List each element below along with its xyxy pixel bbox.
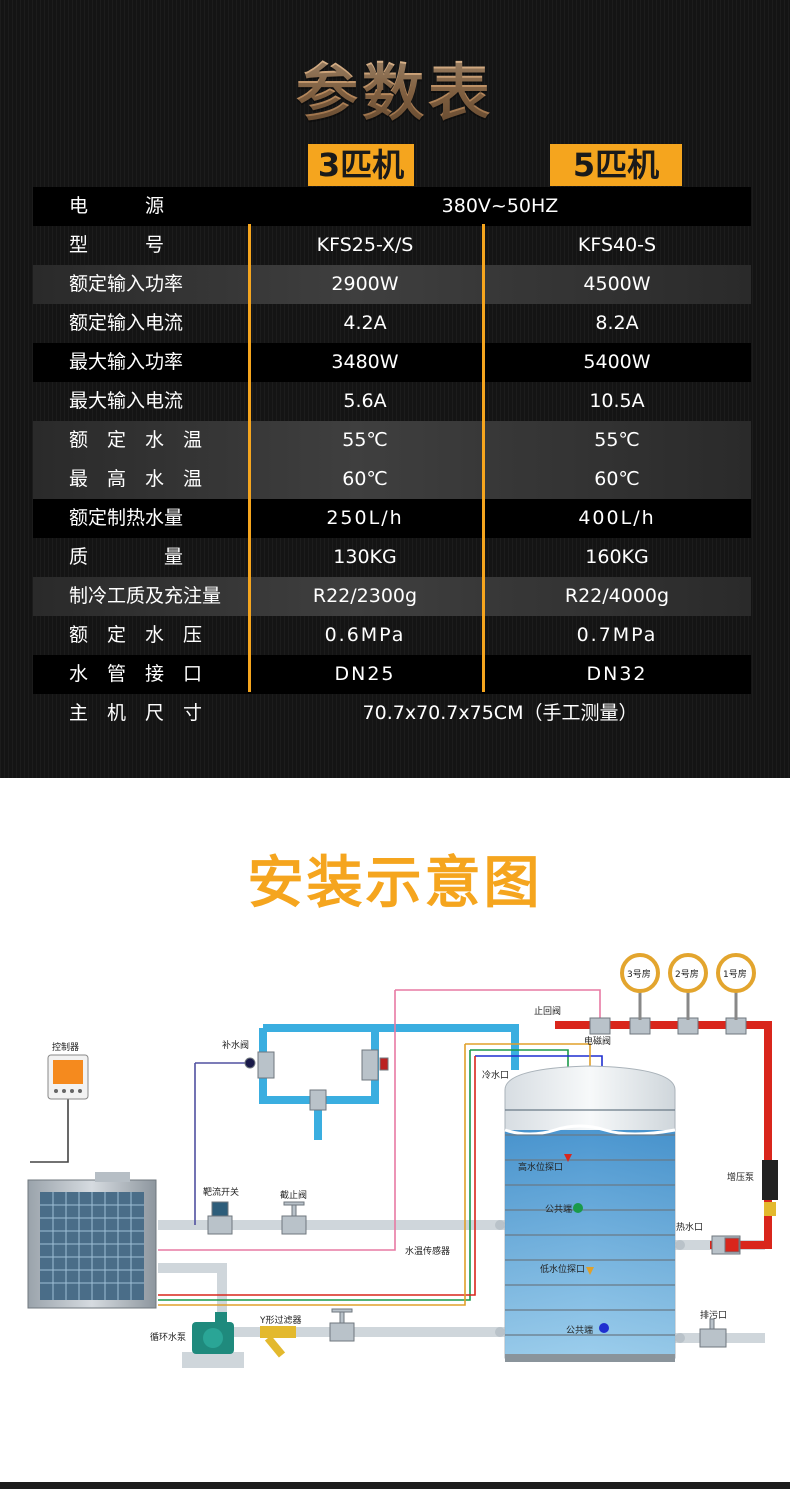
column-divider — [248, 224, 251, 692]
spec-value-shared: 70.7x70.7x75CM（手工测量） — [362, 702, 638, 724]
spec-row: 主 机 尺 寸 70.7x70.7x75CM（手工测量） — [33, 694, 751, 733]
spec-value-5hp: 0.7MPa — [576, 624, 658, 646]
spec-row: 电 源 380V~50HZ — [33, 187, 751, 226]
spec-value-3hp: 250L/h — [326, 507, 404, 529]
spec-value-5hp: 60℃ — [594, 468, 640, 490]
spec-row: 最 高 水 温 60℃ 60℃ — [33, 460, 751, 499]
spec-label: 额 定 水 压 — [69, 624, 203, 646]
label-low-level-probe: 低水位探口 — [540, 1263, 585, 1275]
spec-label: 最大输入功率 — [69, 351, 184, 373]
install-title: 安装示意图 — [247, 851, 543, 916]
spec-label: 额定输入功率 — [69, 273, 184, 295]
column-divider — [482, 224, 485, 692]
spec-label: 额 定 水 温 — [69, 429, 203, 451]
spec-row: 额 定 水 压 0.6MPa 0.7MPa — [33, 616, 751, 655]
spec-row: 额定输入功率 2900W 4500W — [33, 265, 751, 304]
heat-pump-unit — [27, 1172, 157, 1309]
spec-value-5hp: DN32 — [586, 663, 648, 685]
spec-label: 额定输入电流 — [69, 312, 184, 334]
water-tank — [495, 1065, 685, 1362]
spec-value-5hp: R22/4000g — [564, 585, 670, 607]
spec-value-3hp: 2900W — [331, 273, 399, 295]
spec-value-shared: 380V~50HZ — [441, 195, 559, 217]
label-high-level-probe: 高水位探口 — [518, 1161, 563, 1173]
spec-title: 参数表 — [0, 42, 790, 132]
bottom-bar — [0, 1482, 790, 1489]
spec-row: 额定制热水量 250L/h 400L/h — [33, 499, 751, 538]
label-temp-sensor: 水温传感器 — [405, 1245, 450, 1257]
spec-value-3hp: 0.6MPa — [324, 624, 406, 646]
label-room-3: 3号房 — [627, 968, 651, 980]
circulation-pump — [182, 1312, 244, 1368]
label-room-1: 1号房 — [723, 968, 747, 980]
booster-pump — [762, 1160, 778, 1216]
spec-row: 型 号 KFS25-X/S KFS40-S — [33, 226, 751, 265]
spec-row: 质 量 130KG 160KG — [33, 538, 751, 577]
spec-label: 电 源 — [69, 195, 165, 217]
label-circ-pump: 循环水泵 — [150, 1331, 186, 1343]
spec-value-5hp: 160KG — [585, 546, 649, 568]
spec-value-5hp: 4500W — [583, 273, 651, 295]
spec-label: 制冷工质及充注量 — [69, 585, 222, 607]
spec-row: 水 管 接 口 DN25 DN32 — [33, 655, 751, 694]
spec-label: 最 高 水 温 — [69, 468, 203, 490]
spec-row: 最大输入电流 5.6A 10.5A — [33, 382, 751, 421]
label-controller: 控制器 — [52, 1041, 79, 1053]
spec-value-3hp: 5.6A — [343, 390, 387, 412]
controller — [47, 1054, 89, 1100]
spec-value-3hp: 130KG — [333, 546, 397, 568]
label-hot-outlet: 热水口 — [676, 1221, 703, 1233]
spec-label: 主 机 尺 寸 — [69, 702, 203, 724]
spec-row: 最大输入功率 3480W 5400W — [33, 343, 751, 382]
spec-label: 质 量 — [69, 546, 184, 568]
install-diagram: 控制器 补水阀 止回阀 电磁阀 3号房 2号房 1号房 冷水口 高水位探口 公共… — [27, 953, 778, 1368]
label-check-valve: 止回阀 — [534, 1005, 561, 1017]
spec-value-5hp: 55℃ — [594, 429, 640, 451]
spec-value-5hp: 10.5A — [589, 390, 645, 412]
spec-value-5hp: 8.2A — [595, 312, 639, 334]
spec-value-3hp: 4.2A — [343, 312, 387, 334]
label-stop-valve: 截止阀 — [280, 1189, 307, 1201]
label-room-2: 2号房 — [675, 968, 699, 980]
cold-water-pipes — [259, 1024, 519, 1140]
spec-label: 额定制热水量 — [69, 507, 184, 529]
spec-section: 参数表 3匹机 5匹机 电 源 380V~50HZ 型 号 KFS25-X/S KFS4… — [0, 0, 790, 778]
spec-value-5hp: 5400W — [583, 351, 651, 373]
diagram-labels: 控制器 补水阀 止回阀 电磁阀 3号房 2号房 1号房 冷水口 高水位探口 公共… — [52, 968, 754, 1343]
column-header-3hp: 3匹机 — [308, 144, 414, 186]
spec-value-3hp: 55℃ — [342, 429, 388, 451]
spec-value-3hp: 60℃ — [342, 468, 388, 490]
y-filter — [260, 1326, 296, 1358]
spec-value-3hp: R22/2300g — [312, 585, 418, 607]
spec-value-3hp: DN25 — [334, 663, 396, 685]
spec-value-3hp: KFS25-X/S — [316, 234, 414, 256]
label-y-filter: Y形过滤器 — [259, 1314, 302, 1326]
spec-row: 额定输入电流 4.2A 8.2A — [33, 304, 751, 343]
label-flow-switch: 靶流开关 — [203, 1186, 239, 1198]
spec-table: 电 源 380V~50HZ 型 号 KFS25-X/S KFS40-S 额定输入功率 290… — [33, 187, 751, 733]
spec-label: 水 管 接 口 — [69, 663, 203, 685]
spec-value-5hp: KFS40-S — [577, 234, 657, 256]
label-common-end-1: 公共端 — [545, 1203, 572, 1215]
column-header-5hp: 5匹机 — [550, 144, 682, 186]
room-gauges — [620, 953, 756, 1020]
spec-label: 型 号 — [69, 234, 165, 256]
spec-value-5hp: 400L/h — [578, 507, 656, 529]
spec-label: 最大输入电流 — [69, 390, 184, 412]
label-solenoid-valve: 电磁阀 — [584, 1035, 611, 1047]
spec-row: 制冷工质及充注量 R22/2300g R22/4000g — [33, 577, 751, 616]
label-booster-pump: 增压泵 — [727, 1171, 754, 1183]
spec-row: 额 定 水 温 55℃ 55℃ — [33, 421, 751, 460]
label-common-end-2: 公共端 — [566, 1324, 593, 1336]
label-drain: 排污口 — [700, 1309, 727, 1321]
label-makeup-valve: 补水阀 — [222, 1039, 249, 1051]
spec-value-3hp: 3480W — [331, 351, 399, 373]
label-cold-inlet: 冷水口 — [482, 1069, 509, 1081]
